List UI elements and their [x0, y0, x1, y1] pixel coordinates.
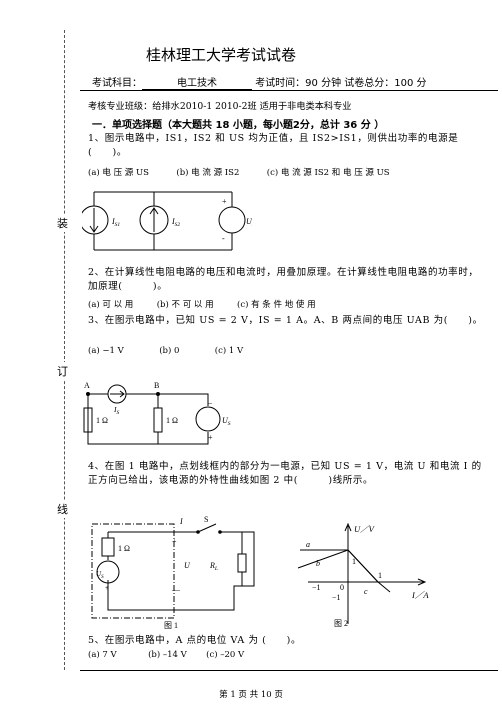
- q2-options: (a) 可 以 用 (b) 不 可 以 用 (c) 有 条 件 地 使 用: [88, 298, 316, 310]
- binding-line: [64, 30, 65, 670]
- q4-tick-x1: 1: [378, 571, 382, 580]
- q3-plus: +: [208, 433, 213, 442]
- section-heading: 一．单项选择题（本大题共 18 小题，每小题2分，总计 36 分 ）: [92, 120, 385, 131]
- q4-fig2-caption: 图 2: [334, 619, 348, 628]
- class-line: 考核专业班级：给排水2010-1 2010-2班 适用于非电类本科专业: [88, 101, 352, 112]
- binding-char-zhuang: 装: [57, 214, 68, 232]
- q2-option-a: (a) 可 以 用: [88, 300, 134, 310]
- q4-text: 4、在图 1 电路中，点划线框内的部分为一电源，已知 US = 1 V，电流 U…: [88, 460, 488, 487]
- q2-body: 在计算线性电阻电路的电压和电流时，用叠加原理。在计算线性电阻电路的功率时，加原理…: [88, 267, 479, 292]
- q1-is2-label: IS2: [171, 217, 180, 228]
- q1-body: 图示电路中，IS1，IS2 和 US 均为正值，且 IS2>IS1，则供出功率的…: [88, 133, 459, 158]
- q3-option-c: (c) 1 V: [214, 346, 244, 356]
- q4-tick-yneg1: −1: [332, 593, 341, 602]
- q4-line-c: [347, 549, 391, 593]
- q1-is1-label: IS1: [111, 217, 120, 228]
- q3-option-a: (a) −1 V: [88, 346, 124, 356]
- q5-body: 在图示电路中，A 点的电位 VA 为 ( )。: [104, 635, 302, 646]
- q4-line-b: [297, 549, 349, 569]
- q4-curve-b: b: [316, 559, 320, 568]
- q4-yaxis-label: U／V: [354, 524, 376, 534]
- q1-option-c: (c) 电 流 源 IS2 和 电 压 源 US: [266, 168, 390, 178]
- q4-fig1-caption: 图 1: [164, 621, 178, 630]
- time-label: 考试时间：90 分钟: [255, 78, 342, 89]
- q4-plus-top: +: [172, 537, 177, 546]
- q1-option-b: (b) 电 流 源 IS2: [176, 168, 240, 178]
- q4-u-label: U: [184, 561, 191, 570]
- q4-fig1: I S 1 Ω U RL US + — + 图 1: [91, 515, 255, 630]
- q4-plus-source: +: [105, 584, 109, 592]
- q2-text: 2、在计算线性电阻电路的电压和电流时，用叠加原理。在计算线性电阻电路的功率时，加…: [88, 266, 488, 293]
- q4-curve-a: a: [306, 540, 310, 549]
- header-rule: [80, 90, 498, 91]
- q1-us-label: US: [246, 217, 252, 228]
- q3-number: 3、: [88, 315, 105, 326]
- q3-r1-label: 1 Ω: [96, 416, 108, 425]
- exam-title: 桂林理工大学考试试卷: [146, 46, 297, 64]
- q1-circuit: IS1 IS2 US + -: [82, 191, 252, 251]
- q5-text: 5、在图示电路中，A 点的电位 VA 为 ( )。: [88, 634, 488, 648]
- q4-dashdot-box: [91, 523, 175, 619]
- q1-plus: +: [222, 197, 227, 206]
- q4-tick-zero: 0: [340, 583, 344, 592]
- q3-options: (a) −1 V (b) 0 (c) 1 V: [88, 346, 243, 356]
- q4-minus-bottom: —: [171, 585, 181, 594]
- q2-option-b: (b) 不 可 以 用: [156, 300, 214, 310]
- q4-xaxis-label: I／A: [411, 590, 429, 600]
- q1-minus: -: [222, 234, 225, 243]
- q4-line-a: [300, 549, 379, 583]
- binding-char-ding: 订: [57, 362, 68, 380]
- q3-us-label: US: [222, 416, 231, 427]
- q5-option-c: (c) –20 V: [206, 650, 245, 660]
- q4-number: 4、: [88, 461, 105, 472]
- footer-rule: [80, 670, 498, 671]
- q4-r-label: 1 Ω: [118, 544, 130, 553]
- q5-number: 5、: [88, 635, 105, 646]
- q3-r2-label: 1 Ω: [166, 416, 178, 425]
- q5-options: (a) 7 V (b) –14 V (c) –20 V: [88, 650, 244, 660]
- q3-minus: −: [208, 399, 213, 408]
- page-footer: 第 1 页 共 10 页: [219, 690, 283, 700]
- q4-body: 在图 1 电路中，点划线框内的部分为一电源，已知 US = 1 V，电流 U 和…: [88, 461, 482, 486]
- q3-node-a: A: [84, 381, 90, 390]
- q1-text: 1、图示电路中，IS1，IS2 和 US 均为正值，且 IS2>IS1，则供出功…: [88, 132, 488, 159]
- header-row: 考试科目：电工技术 考试时间：90 分钟 试卷总分：100 分: [92, 74, 427, 90]
- q4-tick-xneg1: −1: [312, 583, 321, 592]
- q3-text: 3、在图示电路中，已知 US = 2 V，IS = 1 A。A、B 两点间的电压…: [88, 314, 488, 328]
- q1-option-a: (a) 电 压 源 US: [88, 168, 149, 178]
- q4-rl-label: RL: [209, 561, 218, 572]
- q4-switch-label: S: [204, 515, 208, 524]
- q5-option-b: (b) –14 V: [148, 650, 187, 660]
- q4-tick-y1: 1: [352, 557, 356, 566]
- q3-body: 在图示电路中，已知 US = 2 V，IS = 1 A。A、B 两点间的电压 U…: [104, 315, 483, 326]
- subject-label: 考试科目：: [92, 78, 142, 89]
- q4-us-label: US: [96, 570, 104, 580]
- q3-circuit: A B IS 1 Ω 1 Ω US − +: [83, 381, 231, 445]
- q4-curve-c: c: [364, 587, 368, 596]
- q1-number: 1、: [88, 133, 105, 144]
- score-label: 试卷总分：100 分: [344, 78, 427, 89]
- q2-number: 2、: [88, 267, 105, 278]
- q1-options: (a) 电 压 源 US (b) 电 流 源 IS2 (c) 电 流 源 IS2…: [88, 166, 390, 178]
- q3-option-b: (b) 0: [159, 346, 180, 356]
- q3-node-b: B: [154, 381, 159, 390]
- subject-value: 电工技术: [142, 74, 252, 90]
- q5-option-a: (a) 7 V: [88, 650, 117, 660]
- q4-current-label: I: [179, 517, 183, 526]
- binding-char-xian: 线: [57, 500, 68, 518]
- q2-option-c: (c) 有 条 件 地 使 用: [237, 300, 316, 310]
- q4-fig2: U／V I／A a b c 1 1 −1 0 −1 图 2: [297, 522, 429, 628]
- q3-is-label: IS: [113, 405, 120, 416]
